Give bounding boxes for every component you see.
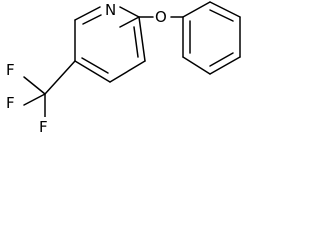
bond-c4-c5	[74, 60, 111, 83]
fluorine-label-1: F	[6, 61, 15, 79]
bond-ph4	[209, 56, 241, 75]
f3-label-bg	[38, 117, 51, 135]
bond-c6-n1	[74, 6, 101, 21]
bond-n1-c2-right	[119, 6, 140, 18]
bond-c2-c3-inner	[133, 26, 139, 58]
trifluoromethyl-group	[23, 60, 76, 119]
bond-c4-c5-inner	[81, 57, 109, 74]
fluorine-label-2: F	[6, 94, 15, 112]
nitrogen-label: N	[105, 1, 116, 19]
atom-labels: N O F F F	[5, 1, 169, 136]
pyridine-ring	[74, 6, 146, 83]
fluorine-label-3: F	[39, 118, 48, 136]
bond-ph1	[182, 1, 211, 18]
n-label-bg	[103, 1, 117, 18]
o-label-bg	[154, 9, 169, 26]
bond-ph2	[209, 1, 241, 18]
structure-diagram: N O F F F	[5, 1, 241, 136]
bond-c-f2	[23, 93, 46, 106]
oxygen-label: O	[155, 8, 167, 26]
bond-n1-c2	[119, 16, 140, 28]
bond-c-f1	[23, 76, 46, 95]
bond-ph4-inner	[209, 52, 234, 67]
f2-label-bg	[5, 93, 18, 111]
bond-ph2-inner	[209, 9, 234, 22]
phenoxy-group	[138, 1, 241, 75]
f1-label-bg	[5, 60, 18, 78]
bond-c6-n1-inner	[82, 14, 102, 25]
bond-c2-c3	[138, 16, 146, 62]
bond-c3-c4	[109, 60, 146, 83]
bond-ph5	[182, 56, 211, 75]
bond-c5-cf3	[44, 60, 76, 95]
